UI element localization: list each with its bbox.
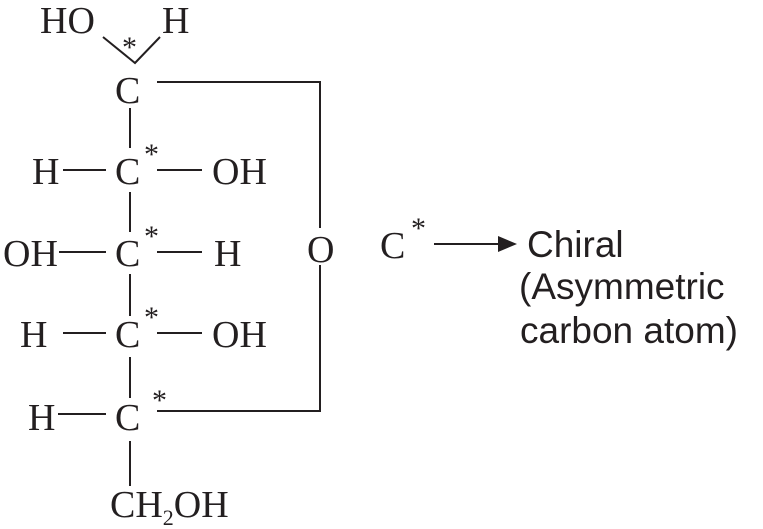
carbon-3-chiral-marker: * [144, 220, 159, 253]
ring-oxygen: O [307, 229, 334, 271]
legend-chiral-marker: * [411, 212, 426, 245]
anomeric-right-group: H [162, 0, 189, 42]
carbon-2: C [115, 151, 140, 193]
carbon-5-chiral-marker: * [152, 384, 167, 417]
anomeric-bonds [102, 36, 161, 65]
carbon-4: C [115, 314, 140, 356]
carbon-2-left-group: H [32, 151, 59, 193]
terminal-group-prefix: CH [110, 484, 163, 526]
legend-line-2: (Asymmetric [519, 266, 725, 307]
legend-line-1: Chiral [527, 224, 624, 265]
carbon-1: C [115, 70, 140, 112]
anomeric-left-group: HO [40, 0, 95, 42]
carbon-4-right-group: OH [212, 314, 267, 356]
terminal-group-subscript: 2 [163, 505, 174, 529]
carbon-4-chiral-marker: * [144, 301, 159, 334]
terminal-group-suffix: OH [174, 484, 229, 526]
legend-symbol: C [380, 225, 405, 267]
carbon-3-right-group: H [214, 233, 241, 275]
legend-line-3: carbon atom) [520, 310, 738, 351]
legend-arrow-head [498, 236, 517, 252]
carbon-3: C [115, 233, 140, 275]
carbon-3-left-group: OH [3, 233, 58, 275]
ring-bond-path [157, 81, 321, 412]
carbon-4-left-group: H [20, 314, 47, 356]
carbon-2-chiral-marker: * [144, 138, 159, 171]
carbon-5: C [115, 397, 140, 439]
carbon-5-left-group: H [28, 397, 55, 439]
terminal-group: CH2OH [110, 484, 229, 529]
carbon-2-right-group: OH [212, 151, 267, 193]
